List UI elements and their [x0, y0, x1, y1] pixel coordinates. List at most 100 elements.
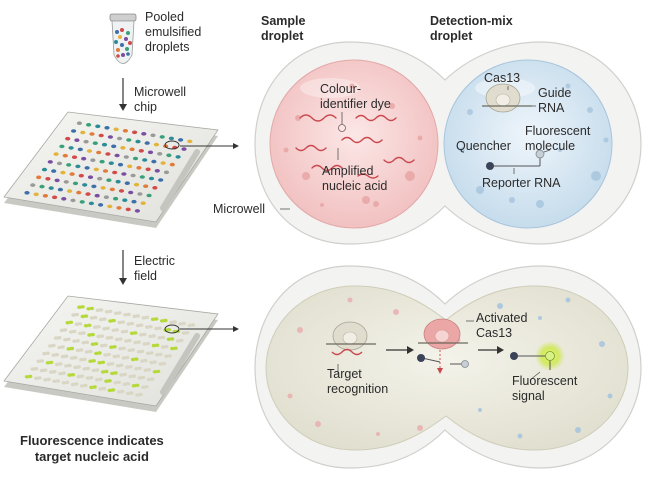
- process-arrow-1: [386, 346, 414, 354]
- chip-droplet: [84, 166, 90, 170]
- chip-merged-droplet: [145, 341, 151, 346]
- chip-merged-droplet: [127, 338, 132, 343]
- chip-droplet: [115, 179, 121, 184]
- chip-merged-droplet: [61, 371, 66, 375]
- chip-droplet: [72, 181, 79, 186]
- dye-label: Colour- identifier dye: [320, 82, 391, 111]
- chip-fluorescent-droplet: [100, 360, 106, 364]
- electric-field-label: Electric field: [134, 254, 175, 283]
- chip-merged-droplet-grid: [24, 305, 196, 397]
- chip-merged-droplet: [77, 322, 83, 326]
- chip-merged-droplet: [151, 334, 156, 338]
- reporter-rna-label: Reporter RNA: [482, 176, 561, 190]
- chip-merged-droplet: [164, 345, 169, 349]
- chip-droplet: [150, 133, 156, 138]
- chip-merged-droplet: [84, 340, 90, 344]
- chip-droplet: [99, 159, 105, 164]
- chip-droplet: [136, 166, 142, 170]
- chip-droplet: [76, 190, 82, 195]
- chip-fluorescent-droplet: [92, 385, 97, 389]
- chip-fluorescent-droplet: [93, 342, 99, 346]
- chip-fluorescent-droplet: [90, 332, 95, 337]
- chip-merged-droplet: [108, 335, 114, 340]
- chip-droplet: [129, 147, 135, 152]
- chip-droplet: [181, 147, 187, 151]
- chip-merged-droplet: [88, 349, 93, 354]
- chip-droplet: [105, 152, 111, 156]
- chip-merged-droplet: [118, 337, 123, 341]
- chip-merged-droplet: [81, 331, 86, 335]
- chip-fluorescent-droplet: [155, 369, 161, 374]
- chip-merged-droplet: [63, 354, 69, 358]
- chip-droplet: [142, 158, 148, 162]
- chip-merged-droplet: [46, 377, 51, 382]
- chip-merged-droplet: [39, 359, 45, 363]
- chip-droplet: [53, 152, 59, 156]
- chip-merged-droplet: [102, 317, 107, 321]
- chip-droplet: [135, 139, 141, 144]
- chip-droplet: [91, 184, 97, 189]
- chip-merged-droplet: [139, 349, 145, 354]
- chip-merged-droplet: [138, 392, 143, 397]
- chip-merged-droplet: [106, 352, 111, 357]
- chip-droplet: [118, 189, 125, 193]
- chip-fluorescent-droplet: [107, 379, 112, 383]
- chip-fluorescent-droplet: [87, 323, 92, 327]
- chip-droplet: [157, 152, 163, 156]
- chip-merged-droplet: [117, 311, 122, 315]
- chip-droplet: [76, 121, 82, 125]
- microwell-chip-top: [3, 111, 219, 228]
- step-arrow-2: [119, 250, 127, 285]
- chip-merged-droplet: [108, 309, 113, 314]
- chip-droplet: [79, 200, 85, 204]
- chip-droplet: [116, 206, 122, 210]
- chip-merged-droplet: [143, 358, 148, 363]
- chip-fluorescent-droplet: [134, 357, 139, 361]
- chip-to-droplet-arrow-bottom: [180, 326, 239, 332]
- chip-merged-droplet: [137, 366, 142, 370]
- chip-droplet: [178, 138, 184, 142]
- chip-merged-droplet: [78, 348, 84, 352]
- chip-merged-droplet: [52, 370, 57, 374]
- chip-merged-droplet: [99, 334, 105, 338]
- chip-fluorescent-droplet: [28, 374, 33, 379]
- chip-merged-droplet: [55, 379, 60, 383]
- chip-droplet: [130, 173, 136, 178]
- chip-fluorescent-droplet: [133, 331, 138, 335]
- chip-fluorescent-droplet: [163, 318, 168, 323]
- chip-droplet: [71, 155, 78, 159]
- chip-droplet: [88, 201, 94, 206]
- fluorescent-molecule-label: Fluorescent molecule: [525, 124, 591, 153]
- chip-droplet: [124, 181, 130, 185]
- chip-droplet: [62, 153, 68, 158]
- chip-droplet: [98, 133, 104, 138]
- chip-merged-droplet: [33, 367, 39, 371]
- chip-droplet: [68, 146, 74, 150]
- chip-merged-droplet: [66, 337, 71, 341]
- sample-droplet-title: Sample droplet: [261, 14, 306, 43]
- chip-droplet: [107, 204, 113, 209]
- chip-droplet: [128, 190, 134, 195]
- chip-droplet: [114, 153, 120, 158]
- cas13-protein: [482, 83, 532, 113]
- chip-merged-droplet: [172, 320, 177, 324]
- chip-droplet: [145, 167, 151, 172]
- chip-merged-droplet: [135, 314, 140, 318]
- chip-merged-droplet: [131, 374, 137, 378]
- chip-droplet: [83, 139, 89, 144]
- chip-merged-droplet: [89, 376, 94, 380]
- chip-merged-droplet: [76, 365, 81, 369]
- chip-droplet: [63, 180, 69, 184]
- chip-fluorescent-droplet: [69, 346, 75, 351]
- chip-merged-droplet: [150, 377, 155, 381]
- chip-merged-droplet: [79, 374, 85, 378]
- chip-droplet: [159, 135, 165, 139]
- chip-droplet: [134, 209, 140, 213]
- chip-droplet: [102, 169, 109, 173]
- chip-droplet: [140, 201, 146, 205]
- chip-fluorescent-droplet: [111, 318, 116, 323]
- droplet-tube: [109, 13, 137, 64]
- chip-droplet: [141, 132, 147, 136]
- chip-droplet: [166, 153, 172, 158]
